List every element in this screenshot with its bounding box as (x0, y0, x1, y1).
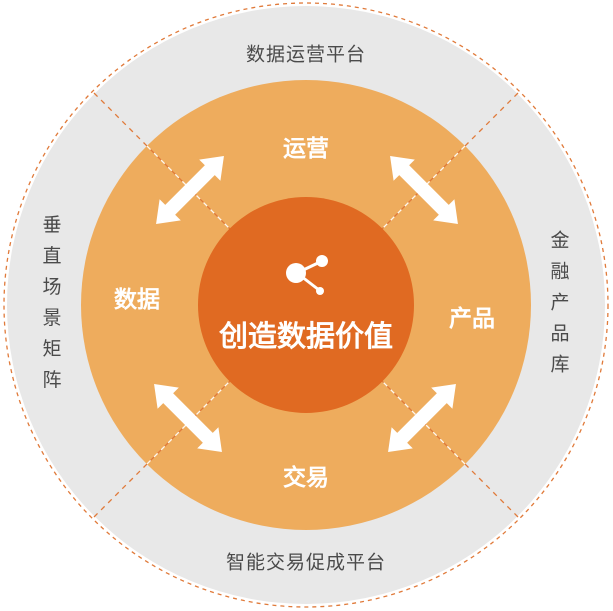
outer-dashed-boundary (3, 2, 609, 608)
middle-label-right: 产品 (449, 306, 495, 332)
outer-label-top: 数据运营平台 (245, 43, 367, 66)
divider-bottom-right (375, 374, 519, 518)
outer-label-right: 金融产品库 (550, 229, 570, 376)
middle-label-bottom: 交易 (283, 465, 329, 491)
arrow-bottom-left (154, 384, 222, 452)
divider-top-right (375, 92, 519, 236)
divider-bottom-left (93, 374, 237, 518)
arrow-bottom-right (388, 384, 456, 452)
middle-label-top: 运营 (283, 136, 329, 162)
outer-label-bottom: 智能交易促成平台 (225, 551, 387, 574)
center-title: 创造数据价值 (218, 319, 394, 353)
arrow-top-right (390, 156, 458, 224)
arrow-top-left (156, 156, 224, 224)
share-nodes-icon (286, 255, 328, 295)
divider-top-left (93, 92, 237, 236)
diagonal-dividers (93, 92, 519, 518)
middle-label-left: 数据 (114, 287, 160, 313)
outer-label-left: 垂直场景矩阵 (42, 214, 62, 391)
center-circle (198, 197, 414, 413)
